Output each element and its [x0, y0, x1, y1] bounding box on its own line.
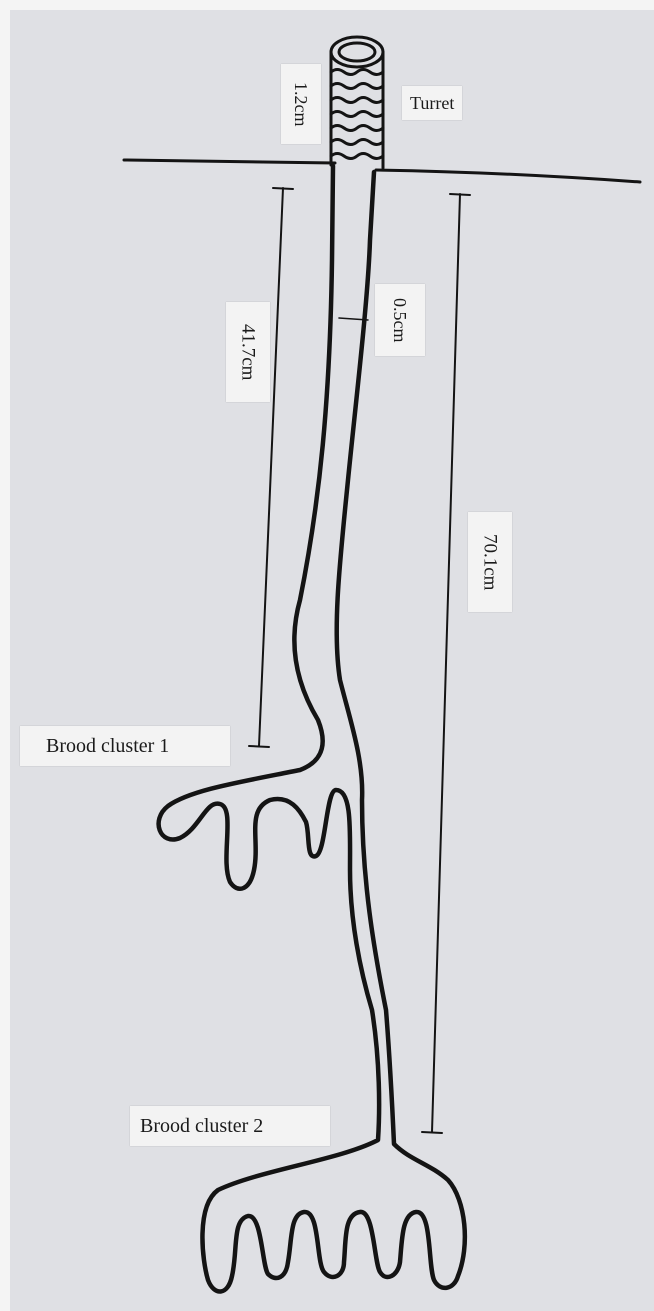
- measurement-bar-70-1cm: [422, 194, 470, 1133]
- turret-label: Turret: [402, 86, 462, 120]
- turret-height-label: 1.2cm: [281, 64, 321, 144]
- brood-cluster-2-label: Brood cluster 2: [130, 1106, 330, 1146]
- turret-shape: [331, 37, 383, 168]
- depth-cluster-1-label: 41.7cm: [226, 302, 270, 402]
- burrow-width-label: 0.5cm: [375, 284, 425, 356]
- brood-cluster-1-label: Brood cluster 1: [20, 726, 230, 766]
- measurement-bar-41-7cm: [249, 188, 293, 747]
- depth-cluster-2-label: 70.1cm: [468, 512, 512, 612]
